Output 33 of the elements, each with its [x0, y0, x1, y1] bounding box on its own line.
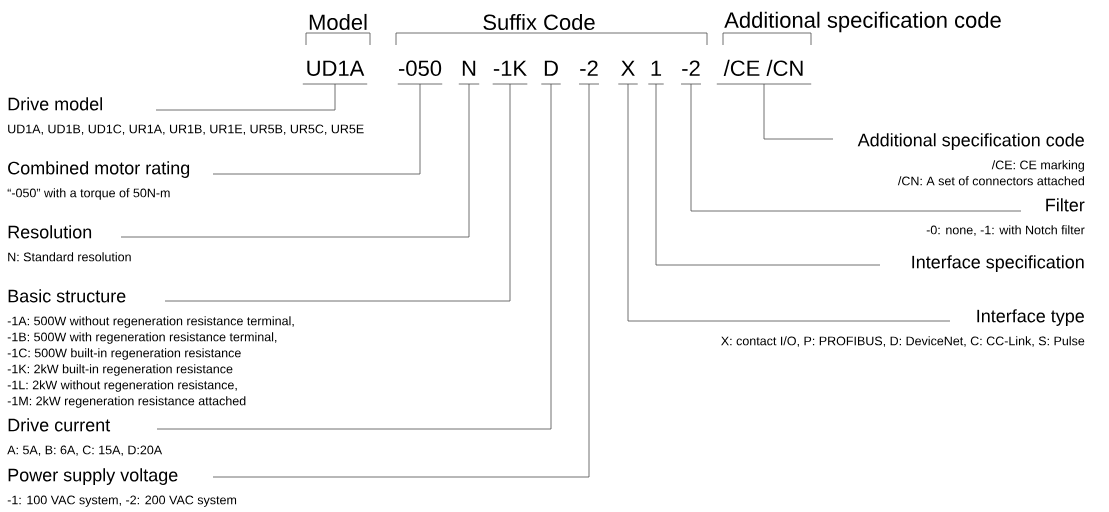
- leader-line: [212, 83, 421, 175]
- description-text: Resolution N: Standard resolution: [8, 225, 131, 262]
- description-text: Drive model UD1A, UD1B, UD1C, UR1A, UR1B, UR1E, UR5B, UR5C, UR5E: [8, 97, 364, 135]
- code-segment: -2: [680, 60, 702, 85]
- description-text: Interface specification: [912, 255, 1084, 272]
- leader-line: [627, 83, 951, 322]
- group-label: Model: [309, 13, 367, 31]
- group-label: Additional specification code: [724, 11, 1001, 33]
- description-text: Additional specification code /CE: CE marking /CN: A set of connectors attached: [857, 133, 1084, 186]
- description-text: Drive current A: 5A, B: 6A, C: 15A, D:20A: [7, 418, 163, 456]
- code-segment: X: [617, 60, 639, 85]
- code-segment: -050: [397, 60, 443, 85]
- description-text: Power supply voltage -1: 100 VAC system, -2: 200 VAC system: [7, 468, 237, 507]
- code-segment: D: [540, 60, 562, 85]
- leader-line: [156, 83, 552, 430]
- description-text: Filter -0: none, -1: with Notch filter: [926, 198, 1085, 236]
- description-text: Basic structure -1A: 500W without regeneration resistance terminal, -1B: 500W with regeneration resistance terminal, -1C: 500W built-in regeneration resistance -1K: 2kW built-in regeneration resistance -1L: 2kW without regeneration resistance, -1M: 2kW regeneration resistance attached: [7, 289, 294, 408]
- code-segment: -1K: [492, 60, 528, 85]
- leader-line: [164, 83, 511, 302]
- leader-line: [690, 83, 1022, 212]
- code-segment: /CE /CN: [716, 59, 812, 85]
- leader-line: [155, 83, 336, 111]
- code-segment: N: [458, 60, 480, 85]
- leader-line: [120, 83, 470, 238]
- group-label: Suffix Code: [483, 13, 595, 31]
- description-text: Combined motor rating “-050” with a torque of 50N-m: [7, 161, 190, 200]
- leader-line: [763, 83, 834, 140]
- leader-line: [212, 83, 590, 478]
- leader-line: [655, 83, 881, 266]
- code-segment: -2: [578, 60, 600, 85]
- code-segment: 1: [647, 60, 665, 85]
- description-text: Interface type X: contact I/O, P: PROFIBUS, D: DeviceNet, C: CC-Link, S: Pulse: [721, 309, 1085, 347]
- code-segment: UD1A: [302, 60, 368, 85]
